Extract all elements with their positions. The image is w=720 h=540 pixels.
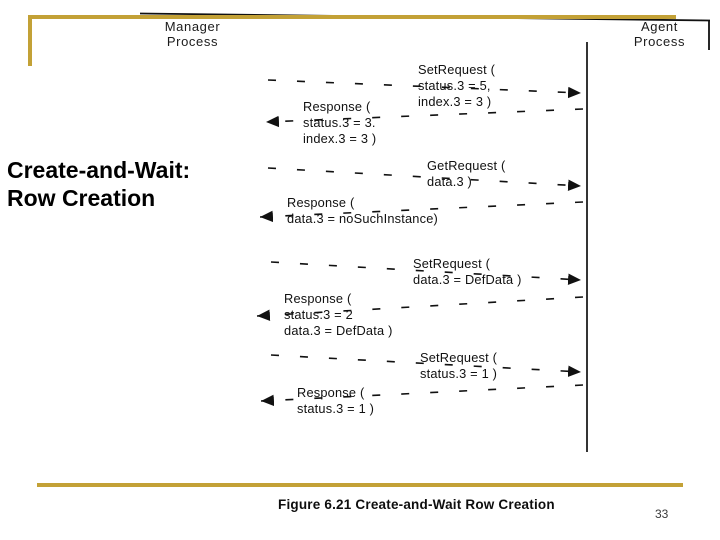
message-line: SetRequest (: [420, 350, 498, 365]
message-label-response-2: Response ( data.3 = noSuchInstance): [287, 195, 438, 227]
message-line: data.3 = DefData ): [284, 323, 393, 338]
message-line: Response (: [284, 291, 352, 306]
message-label-response-3: Response ( status.3 = 2 data.3 = DefData…: [284, 291, 393, 339]
manager-process-line: Manager: [164, 19, 221, 34]
message-label-set-request-1: SetRequest ( status.3 = 5, index.3 = 3 ): [418, 62, 495, 110]
message-line: Response (: [297, 385, 365, 400]
agent-process-label: Agent Process: [612, 19, 707, 49]
message-line: Response (: [303, 99, 371, 114]
message-line: GetRequest (: [427, 158, 506, 173]
message-label-response-1: Response ( status.3 = 3. index.3 = 3 ): [303, 99, 376, 147]
agent-process-line: Agent: [641, 19, 678, 34]
message-line: status.3 = 1 ): [297, 401, 375, 416]
message-line: status.3 = 3.: [303, 115, 376, 130]
slide-title-line: Row Creation: [7, 185, 156, 211]
message-line: SetRequest (: [413, 256, 491, 271]
message-line: index.3 = 3 ): [418, 94, 492, 109]
message-arrow-response-4: [260, 384, 584, 407]
slide-title: Create-and-Wait: Row Creation: [7, 156, 190, 212]
message-line: Response (: [287, 195, 355, 210]
message-line: SetRequest (: [418, 62, 496, 77]
message-arrow-set-request-1: [267, 79, 582, 99]
message-line: data.3 = noSuchInstance): [287, 211, 439, 226]
message-line: status.3 = 5,: [418, 78, 491, 93]
message-label-set-request-2: SetRequest ( data.3 = DefData ): [413, 256, 522, 288]
message-line: status.3 = 2: [284, 307, 353, 322]
message-line: status.3 = 1 ): [420, 366, 498, 381]
message-line: index.3 = 3 ): [303, 131, 377, 146]
manager-process-label: Manager Process: [145, 19, 240, 49]
message-label-response-4: Response ( status.3 = 1 ): [297, 385, 374, 417]
left-accent-line: [28, 15, 32, 66]
message-arrow-get-request-1: [267, 167, 582, 192]
message-line: data.3 ): [427, 174, 472, 189]
top-accent-line: [28, 15, 676, 19]
slide-title-line: Create-and-Wait:: [7, 157, 191, 183]
page-number: 33: [655, 507, 669, 521]
message-label-get-request-1: GetRequest ( data.3 ): [427, 158, 506, 190]
message-line: data.3 = DefData ): [413, 272, 522, 287]
message-arrow-response-1: [265, 108, 584, 128]
figure-caption: Figure 6.21 Create-and-Wait Row Creation: [278, 497, 555, 512]
agent-process-line: Process: [633, 33, 686, 49]
bottom-accent-line: [37, 483, 683, 487]
message-label-set-request-3: SetRequest ( status.3 = 1 ): [420, 350, 497, 382]
manager-process-line: Process: [166, 33, 219, 49]
